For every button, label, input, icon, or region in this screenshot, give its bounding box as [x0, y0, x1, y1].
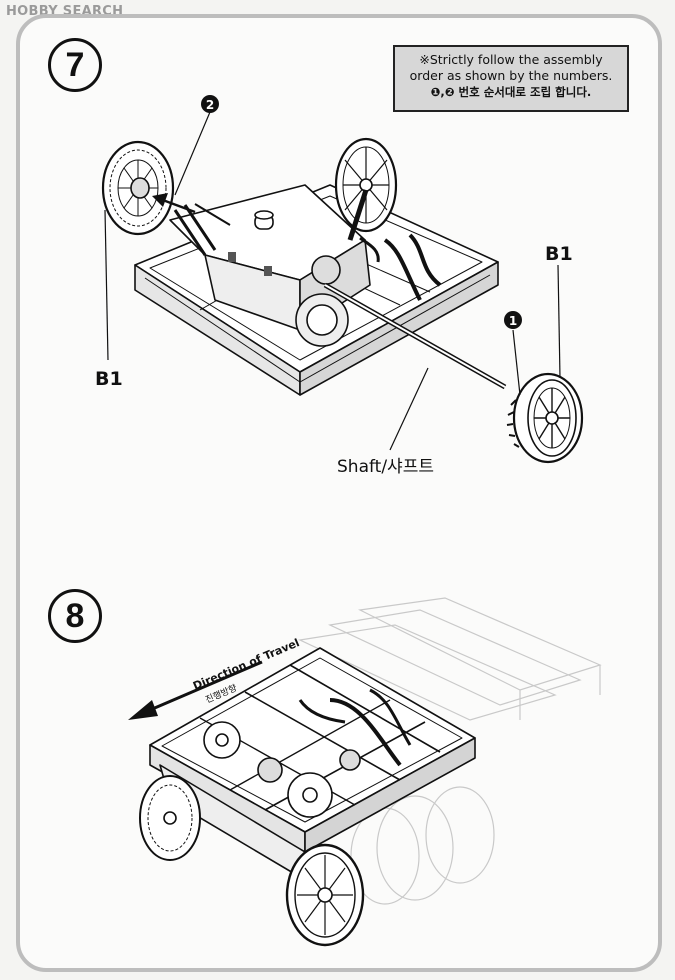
part-label-b1-right: B1: [545, 243, 573, 265]
step7-insert-arrow: [152, 193, 196, 214]
step-7-number: 7: [48, 38, 102, 92]
step8-chassis-drawing: [139, 647, 476, 947]
callout-2-marker: [201, 95, 219, 113]
callout-1-marker: [504, 311, 522, 329]
step7-leader-lines: [104, 111, 561, 451]
note-line-2: order as shown by the numbers.: [409, 68, 613, 83]
part-label-b1-left: B1: [95, 368, 123, 390]
callout-2-number: 2: [206, 98, 214, 112]
direction-of-travel-arrow: [128, 660, 263, 720]
callout-1-number: 1: [509, 314, 517, 328]
assembly-order-note: ※Strictly follow the assembly order as s…: [393, 45, 629, 112]
step7-chassis-drawing: [101, 137, 584, 464]
step8-ghost-frames: [297, 597, 602, 905]
note-line-1: ※Strictly follow the assembly: [419, 52, 603, 67]
shaft-label: Shaft/샤프트: [337, 457, 434, 477]
note-line-3: ❶,❷ 번호 순서대로 조립 합니다.: [430, 85, 592, 99]
step-8-number: 8: [48, 589, 102, 643]
